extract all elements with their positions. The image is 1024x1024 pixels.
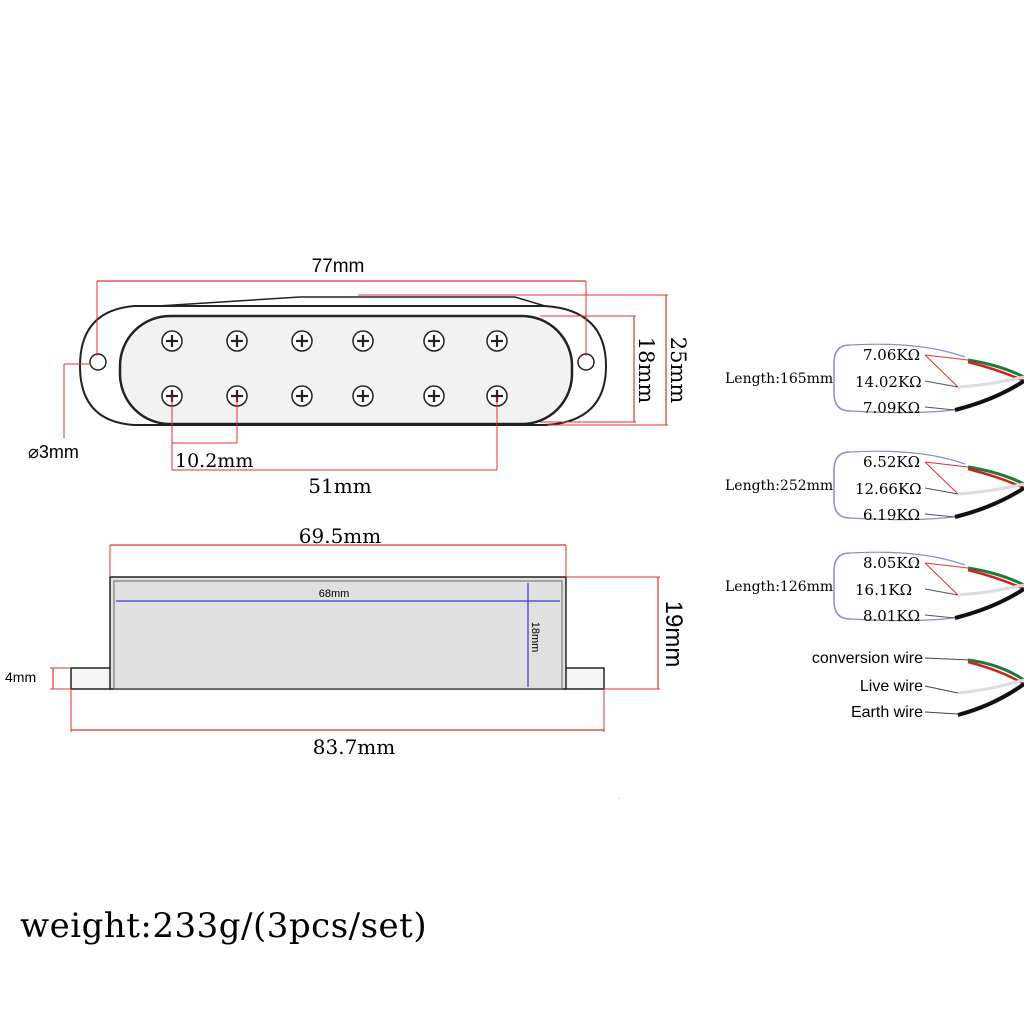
legend-live-wire: Live wire — [860, 678, 923, 695]
stray-mark: · — [618, 796, 620, 802]
wiring-group: Length:252mm 6.52KΩ 12.66KΩ 6.19KΩ — [725, 450, 1024, 524]
side-cover-inner — [113, 580, 563, 690]
pole-screw-icon — [423, 385, 445, 407]
resistance-leader — [924, 461, 969, 468]
dim-base-thickness: 4mm — [5, 669, 36, 685]
side-view: 69.5mm 68mm 18mm 19mm 4mm 83.7mm — [5, 524, 687, 759]
resistance-leader — [924, 406, 956, 411]
wiring-section: Length:165mm 7.06KΩ 14.02KΩ 7.09KΩ Length:25… — [725, 343, 1024, 625]
resistance-value: 12.66KΩ — [855, 480, 922, 498]
resistance-leader — [924, 614, 956, 619]
wire-bracket — [849, 515, 961, 521]
resistance-value: 7.09KΩ — [863, 399, 920, 417]
dim-height-inner: 18mm — [634, 337, 658, 404]
pole-screws — [161, 330, 508, 407]
resistance-value: 6.19KΩ — [863, 506, 920, 524]
wire-white — [957, 678, 1024, 695]
wire-white — [957, 375, 1024, 389]
top-view: 77mm 25mm 18mm ⌀3mm 10.2mm 51mm — [28, 256, 690, 498]
pickup-cover — [118, 314, 574, 426]
wire-black — [954, 486, 1024, 519]
resistance-value: 16.1KΩ — [855, 581, 912, 599]
pole-screw-icon — [352, 385, 374, 407]
wire-green — [967, 658, 1024, 682]
resistance-value: 6.52KΩ — [863, 453, 920, 471]
wire-bracket — [849, 343, 966, 358]
wire-bracket — [849, 551, 966, 566]
pole-screw-icon — [226, 385, 248, 407]
legend-leader — [924, 711, 959, 715]
wire-bracket — [833, 344, 851, 412]
legend-conversion-wire: conversion wire — [812, 650, 923, 667]
dim-hole-diameter: ⌀3mm — [28, 442, 79, 462]
dim-inner-length: 68mm — [319, 588, 350, 600]
wire-black — [954, 379, 1024, 412]
wire-bracket — [849, 408, 961, 414]
resistance-value: 8.01KΩ — [863, 607, 920, 625]
legend-leader — [924, 685, 959, 694]
weight-caption: weight:233g/(3pcs/set) — [20, 906, 428, 946]
pole-screw-icon — [291, 385, 313, 407]
wire-legend: conversion wire Live wire Earth wire — [812, 650, 1024, 721]
resistance-value: 7.06KΩ — [863, 346, 920, 364]
resistance-leader — [924, 562, 969, 569]
wire-white — [957, 482, 1024, 496]
side-cover — [109, 576, 567, 690]
pole-screw-icon — [226, 330, 248, 352]
wire-length-label: Length:252mm — [725, 478, 833, 494]
pole-screw-icon — [423, 330, 445, 352]
legend-earth-wire: Earth wire — [851, 704, 923, 721]
wiring-group: Length:126mm 8.05KΩ 16.1KΩ 8.01KΩ — [725, 551, 1024, 625]
wire-green — [967, 358, 1024, 379]
dim-pole-spacing: 10.2mm — [175, 450, 253, 472]
pole-screw-icon — [161, 330, 183, 352]
dim-total-height: 19mm — [660, 601, 687, 668]
wire-white — [957, 583, 1024, 597]
dim-length-total: 77mm — [312, 256, 365, 277]
resistance-leader — [924, 588, 959, 596]
wire-black — [954, 587, 1024, 620]
dim-pole-span: 51mm — [308, 474, 371, 498]
wire-green — [967, 566, 1024, 587]
mount-hole-left — [89, 353, 107, 371]
cover-slant — [157, 296, 546, 307]
dim-cover-length: 69.5mm — [299, 524, 381, 548]
mount-hole-right — [577, 353, 595, 371]
wiring-group: Length:165mm 7.06KΩ 14.02KΩ 7.09KΩ — [725, 343, 1024, 417]
resistance-leader — [924, 380, 959, 388]
resistance-leader — [924, 354, 969, 361]
dim-inner-height-side: 18mm — [529, 622, 541, 653]
wire-black — [957, 682, 1024, 717]
pole-screw-icon — [291, 330, 313, 352]
wire-bracket — [849, 616, 961, 622]
resistance-leader — [924, 487, 959, 495]
resistance-leader — [924, 562, 959, 596]
resistance-leader — [924, 354, 959, 388]
pole-screw-icon — [486, 330, 508, 352]
wire-bracket — [833, 451, 851, 519]
wire-green — [967, 465, 1024, 486]
wire-bracket — [833, 552, 851, 620]
resistance-value: 14.02KΩ — [855, 373, 922, 391]
dim-height-outer: 25mm — [666, 337, 690, 404]
resistance-leader — [924, 461, 959, 495]
pole-screw-icon — [352, 330, 374, 352]
wire-length-label: Length:126mm — [725, 579, 833, 595]
dim-base-length: 83.7mm — [313, 735, 395, 759]
resistance-leader — [924, 513, 956, 518]
wire-bracket — [849, 450, 966, 465]
resistance-value: 8.05KΩ — [863, 554, 920, 572]
wire-length-label: Length:165mm — [725, 371, 833, 387]
legend-leader — [924, 657, 971, 661]
